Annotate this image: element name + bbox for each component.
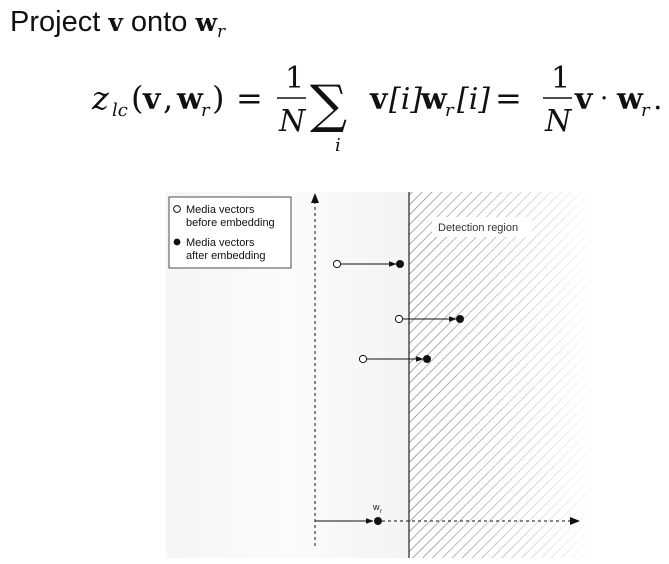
page-title: Project v onto wr [10, 2, 225, 52]
media-vector-1 [332, 259, 404, 269]
vertical-axis-arrowhead [311, 193, 319, 203]
formula-denominator-N: N [278, 104, 307, 139]
formula-v3: v [574, 82, 594, 117]
formula-sub-lc: lc [112, 100, 128, 121]
projection-formula: z lc ( v , w r ) = 1 N ∑ i v [i] w r [i]… [91, 61, 663, 152]
legend-item2-line2: after embedding [186, 250, 266, 262]
formula-w2: w [420, 82, 448, 117]
formula-v2: v [369, 82, 389, 117]
vector-3-before-point [358, 354, 368, 364]
title-vector-w: w [195, 8, 217, 37]
legend-open-circle [173, 205, 181, 213]
formula-w3: w [616, 82, 644, 117]
detection-region-label: Detection region [438, 222, 518, 234]
wr-label-subscript: r [380, 509, 382, 515]
formula-sum-index-i: i [335, 135, 341, 152]
legend-item1-line1: Media vectors [186, 204, 255, 216]
legend-filled-circle [173, 238, 181, 246]
formula-equals-1: = [236, 79, 263, 117]
formula-sigma: ∑ [310, 75, 347, 135]
legend-item2-line1: Media vectors [186, 237, 255, 249]
formula-v: v [142, 82, 162, 117]
formula-z: z [91, 79, 110, 117]
wr-label: w [372, 502, 380, 512]
media-vector-2 [394, 314, 464, 324]
formula-period: . [653, 82, 663, 117]
formula-comma: , [163, 79, 173, 117]
formula-index-w: [i] [457, 82, 490, 117]
title-word-onto: onto [130, 6, 188, 38]
vector-2-after-point [456, 315, 464, 323]
legend-item1-line2: before embedding [186, 217, 275, 229]
detection-region [408, 192, 599, 558]
vector-1-after-point [396, 260, 404, 268]
vector-3-after-point [423, 355, 431, 363]
formula-sub-r2: r [445, 100, 455, 121]
formula-equals-2: = [495, 79, 522, 117]
formula-index-v: [i] [389, 82, 422, 117]
vector-1-before-point [332, 259, 342, 269]
legend-box [168, 196, 292, 269]
reference-vector-wr: w r [315, 502, 580, 525]
formula-numerator-1: 1 [285, 61, 304, 96]
media-vector-3 [358, 354, 431, 364]
title-word-project: Project [10, 6, 101, 38]
formula-numerator-2: 1 [551, 61, 570, 96]
formula-dot: · [600, 84, 608, 114]
formula-denominator-N2: N [544, 104, 573, 139]
region-label-bg [432, 217, 532, 237]
legend: Media vectors before embedding Media vec… [168, 196, 292, 269]
title-subscript-r: r [216, 22, 226, 42]
wr-point [374, 517, 382, 525]
wr-direction-arrowhead [570, 517, 580, 525]
vector-2-before-point [394, 314, 404, 324]
formula-w: w [176, 82, 204, 117]
formula-sub-r: r [201, 100, 211, 121]
title-vector-v: v [108, 8, 123, 37]
formula-lparen: ( [131, 79, 143, 117]
formula-sub-r3: r [641, 100, 651, 121]
formula-rparen: ) [212, 79, 224, 117]
